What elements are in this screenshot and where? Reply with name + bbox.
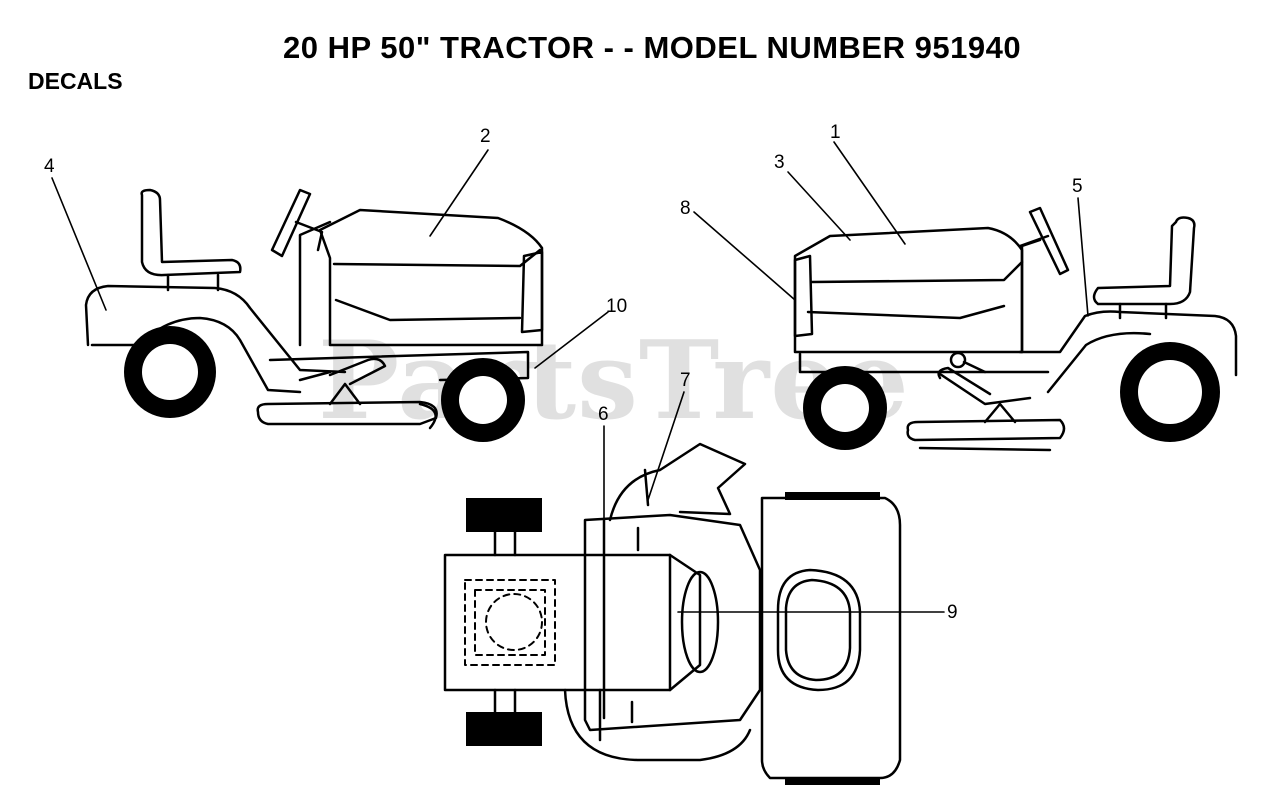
tractor-left-view (84, 188, 544, 442)
leader-10 (534, 311, 609, 369)
callout-6: 6 (598, 404, 609, 425)
leader-2 (429, 149, 489, 237)
diagram-title: 20 HP 50" TRACTOR - - MODEL NUMBER 95194… (283, 30, 1022, 65)
leader-8 (693, 211, 796, 301)
callout-9: 9 (947, 602, 958, 623)
callout-1: 1 (830, 122, 841, 143)
leader-1 (833, 141, 906, 245)
callout-5: 5 (1072, 176, 1083, 197)
leader-7 (647, 391, 685, 501)
leader-3 (787, 171, 851, 241)
callout-4: 4 (44, 156, 55, 177)
callout-2: 2 (480, 126, 491, 147)
leader-5 (1077, 197, 1089, 317)
callout-10: 10 (606, 296, 627, 317)
tractor-top-view (443, 442, 902, 785)
callout-7: 7 (680, 370, 691, 391)
section-label: DECALS (28, 68, 123, 94)
callout-3: 3 (774, 152, 785, 173)
callout-8: 8 (680, 198, 691, 219)
leader-lines (51, 141, 1089, 707)
callout-labels: 1 2 3 4 5 6 7 8 9 10 (44, 122, 1083, 623)
leader-4 (51, 177, 107, 311)
tractor-right-view (793, 206, 1238, 452)
